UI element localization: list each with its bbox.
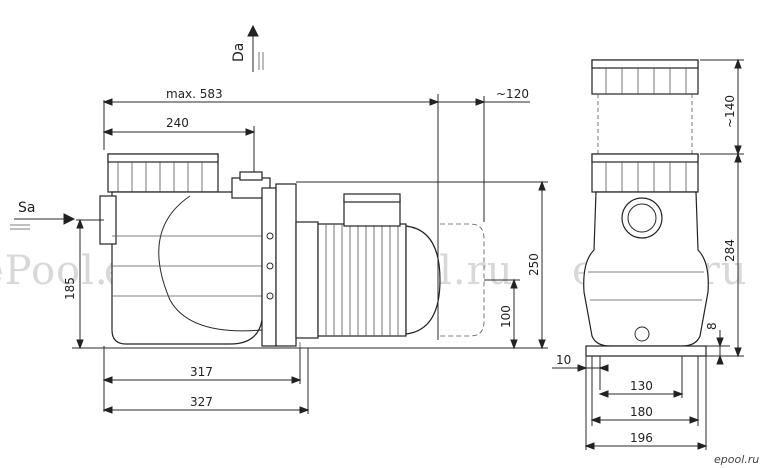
label-140: ~140 [723,95,737,128]
motor [295,193,485,348]
dim-8: 8 [705,322,730,365]
label-196: 196 [630,431,653,445]
label-317: 317 [190,365,213,379]
suction-arrow: Sa [10,200,76,230]
brand-logo: epool.ru [692,452,759,466]
dim-284: 284 [706,152,744,358]
label-327: 327 [190,395,213,409]
dim-max583: max. 583 [102,87,440,340]
motor-flange [261,187,277,347]
drain-plug [634,326,650,342]
label-250: 250 [527,253,541,276]
strainer-housing [111,191,263,345]
label-284: 284 [723,239,737,262]
label-da: Da [231,43,247,62]
label-10: 10 [556,353,571,367]
label-120: ~120 [496,87,529,101]
dim-100: 100 [484,278,520,350]
terminal-box [343,199,401,227]
dim-250: 250 [296,180,548,350]
dim-240: 240 [102,116,256,172]
label-240: 240 [166,116,189,130]
fan-cover-outline [440,223,485,337]
front-view: ~140 284 8 10 [552,58,744,450]
front-lid-removed [591,59,699,154]
dim-140: ~140 [700,58,744,156]
brand-text: epool.ru [714,453,759,466]
label-180: 180 [630,405,653,419]
label-185: 185 [63,277,77,300]
discharge-arrow: Da [231,24,264,72]
label-130: 130 [630,379,653,393]
label-100: 100 [499,305,513,328]
dim-10: 10 [552,353,609,390]
volute-curve [158,195,263,332]
side-view: Sa Da max. 583 ~120 [10,24,548,414]
side-lid [107,153,219,193]
dim-180: 180 [590,356,700,426]
label-8: 8 [705,322,719,330]
dim-196: 196 [584,356,708,450]
front-lid [591,153,699,193]
dim-327: 327 [102,348,310,414]
label-sa: Sa [18,200,35,216]
dim-120: ~120 [438,87,530,222]
label-max583: max. 583 [166,87,223,101]
dim-317: 317 [102,346,302,412]
dim-185: 185 [63,218,300,350]
front-feet [585,345,707,357]
dim-130: 130 [598,356,684,398]
